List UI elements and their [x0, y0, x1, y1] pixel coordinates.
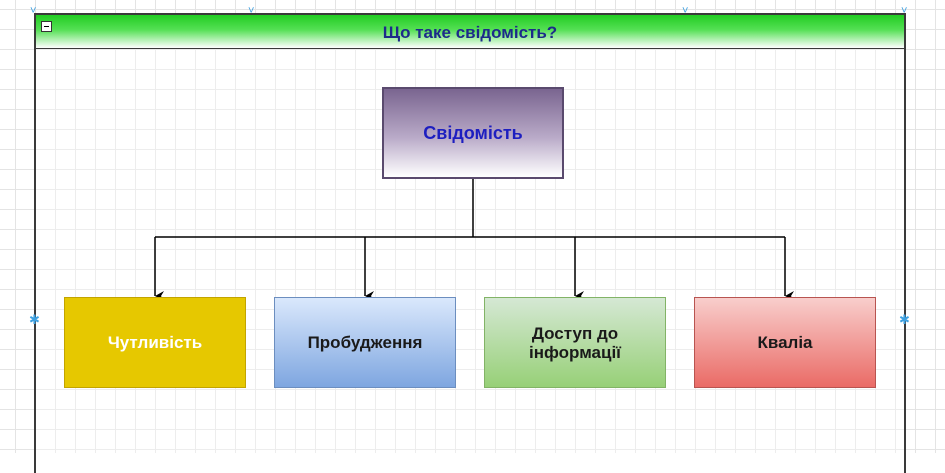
resize-handle-top-2-icon[interactable]: ˅ — [682, 5, 689, 17]
resize-handle-top-right-icon[interactable]: ˅ — [901, 5, 908, 17]
connector-layer — [154, 179, 794, 301]
node-information-access-line2: інформації — [529, 342, 621, 362]
node-information-access-line1: Доступ до — [531, 323, 619, 343]
node-awakening[interactable]: Пробудження — [274, 297, 456, 388]
container-header[interactable]: Що таке свідомість? — [36, 15, 904, 49]
resize-handle-top-left-icon[interactable]: ˅ — [30, 5, 37, 17]
node-consciousness[interactable]: Свідомість — [382, 87, 564, 179]
collapse-icon[interactable] — [41, 21, 52, 32]
container-title: Що таке свідомість? — [382, 23, 558, 42]
resize-handle-top-1-icon[interactable]: ˅ — [248, 5, 255, 17]
node-qualia-label: Кваліа — [757, 333, 813, 352]
node-sensitivity[interactable]: Чутливість — [64, 297, 246, 388]
node-awakening-label: Пробудження — [307, 333, 423, 352]
resize-handle-right-icon[interactable]: ✱ — [899, 312, 910, 327]
node-consciousness-label: Свідомість — [423, 122, 523, 143]
node-information-access-label: Доступ до інформації — [529, 324, 621, 362]
node-information-access[interactable]: Доступ до інформації — [484, 297, 666, 388]
node-qualia[interactable]: Кваліа — [694, 297, 876, 388]
node-sensitivity-label: Чутливість — [107, 333, 203, 352]
resize-handle-left-icon[interactable]: ✱ — [29, 312, 40, 327]
